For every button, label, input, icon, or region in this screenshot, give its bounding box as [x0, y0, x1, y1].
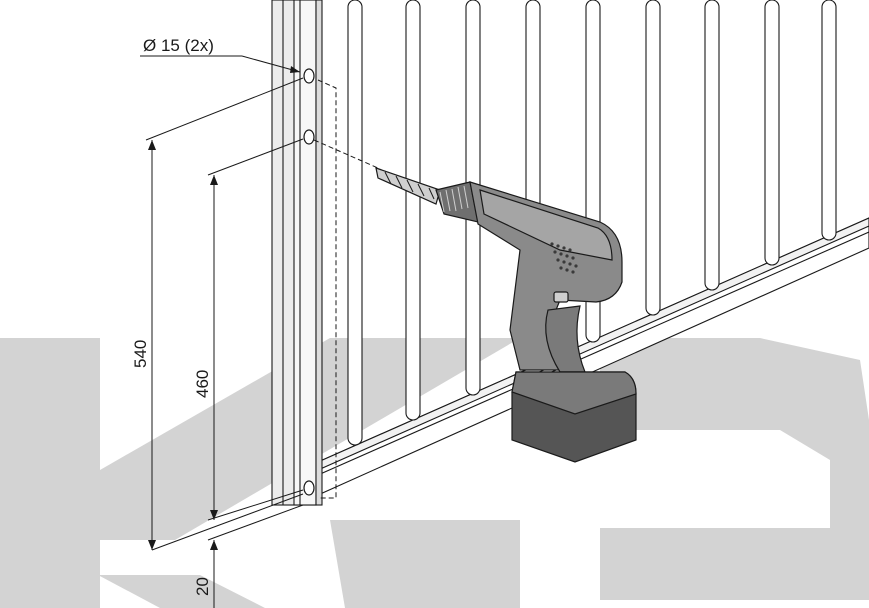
- hole-bottom: [303, 480, 315, 496]
- kb-logo-watermark: [0, 338, 869, 608]
- drill-icon: [375, 167, 637, 463]
- hole-upper: [303, 68, 315, 84]
- gate-post: [271, 0, 323, 506]
- hidden-outline: [313, 79, 379, 499]
- hole-lower: [303, 129, 315, 145]
- mounting-holes: [303, 68, 315, 496]
- hole-callout-label: Ø 15 (2x): [143, 36, 214, 55]
- dimension-20-label: 20: [193, 577, 212, 596]
- dimension-540-label: 540: [131, 340, 150, 368]
- dimension-lines: [140, 55, 304, 608]
- dimension-460-label: 460: [193, 370, 212, 398]
